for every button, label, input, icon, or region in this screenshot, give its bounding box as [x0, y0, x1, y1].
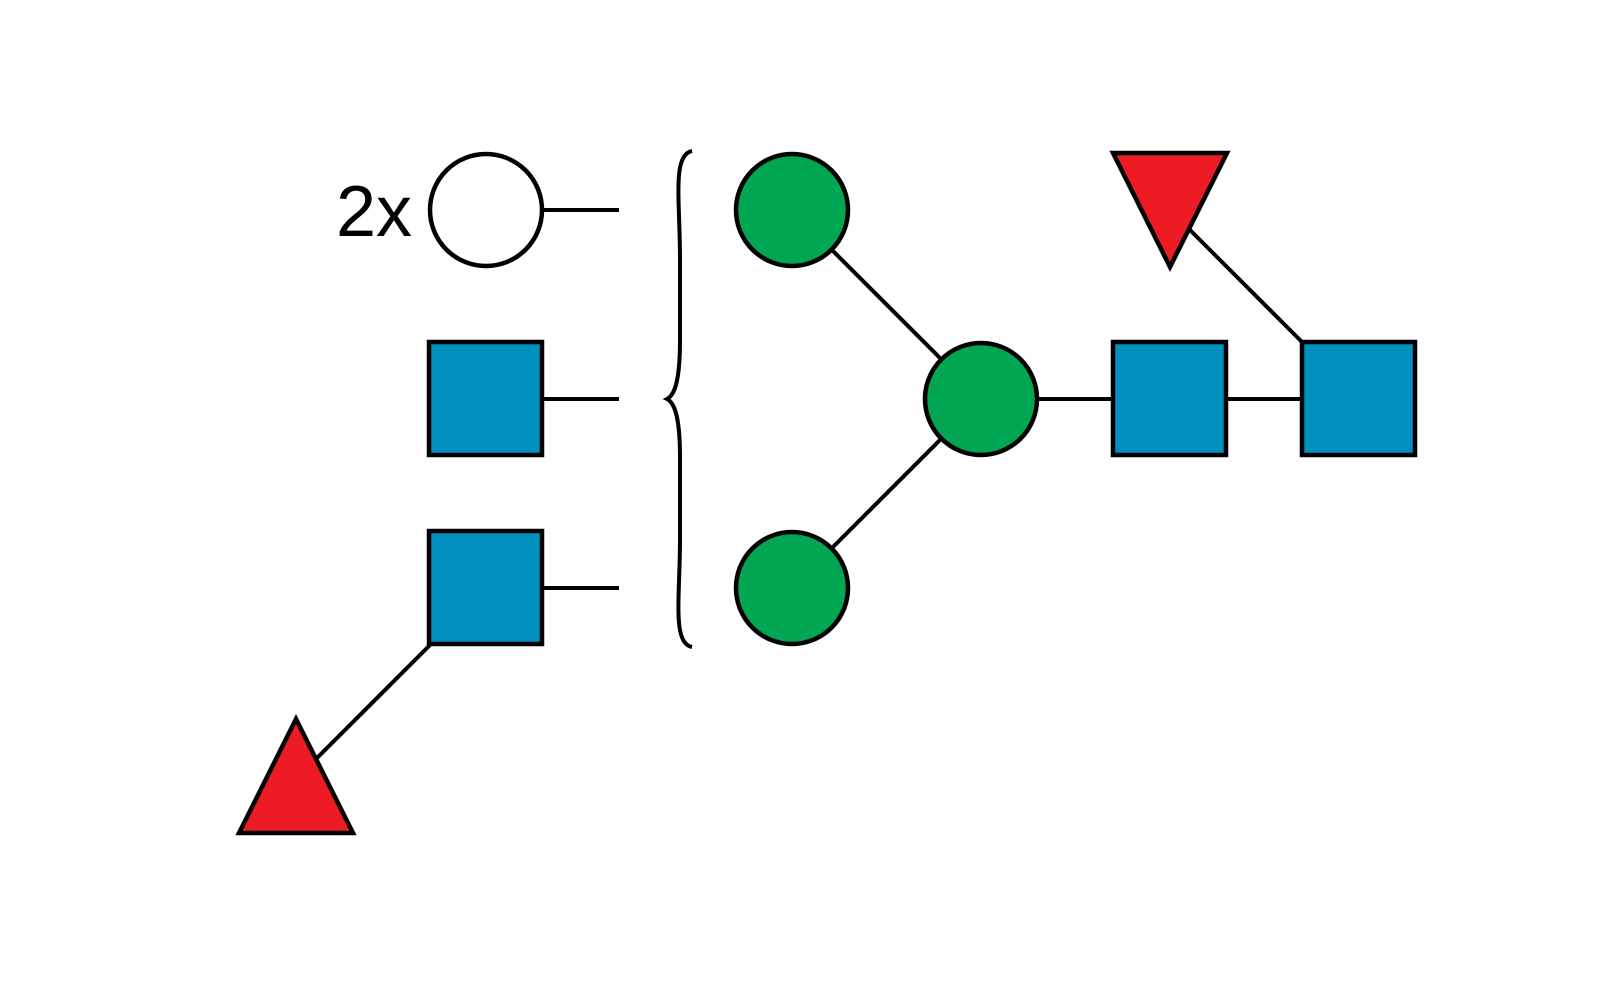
core-mannose-circle-icon — [922, 340, 1040, 458]
lower-mannose-circle-icon — [733, 529, 851, 647]
multiplier-label: 2x — [336, 172, 412, 252]
core-fucose-triangle-icon — [1109, 150, 1231, 273]
antenna-fucose-triangle-icon — [235, 713, 357, 836]
reducing-end-glcnac-square-icon — [1299, 339, 1418, 458]
fucosylated-glcnac-square-icon — [426, 528, 545, 647]
bond-fucose-to-antenna-glcnac — [303, 643, 432, 772]
antenna-bracket — [662, 149, 693, 649]
galactose-circle-icon — [427, 151, 545, 269]
upper-mannose-circle-icon — [733, 151, 851, 269]
glcnac-square-icon — [426, 339, 545, 458]
bond-core-fucose-to-reducing-glcnac — [1178, 218, 1304, 344]
core-glcnac-square-icon — [1110, 339, 1229, 458]
